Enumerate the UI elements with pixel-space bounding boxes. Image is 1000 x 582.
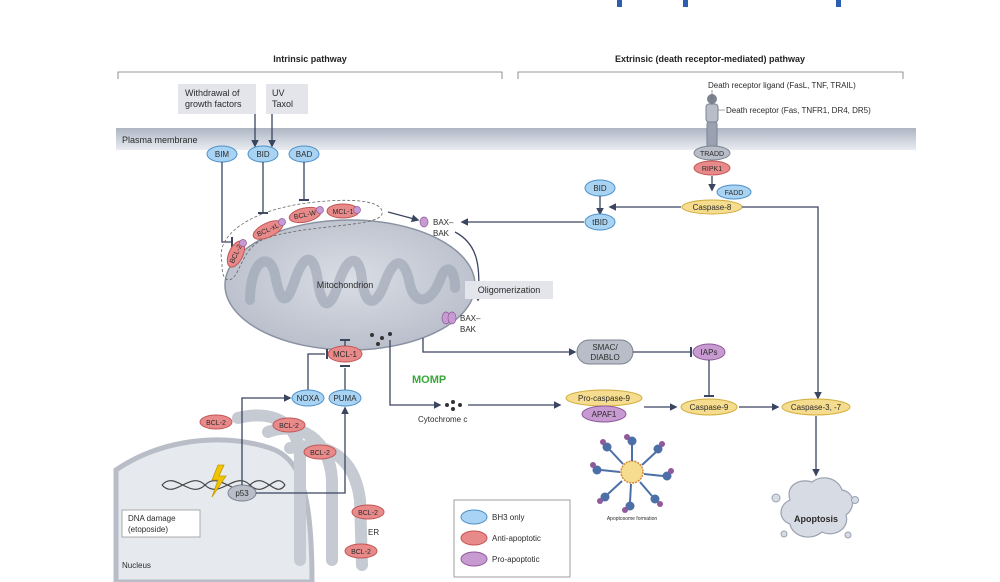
bcl2-protein-2: BCL-2	[272, 417, 306, 433]
caspase9-label: Caspase-9	[690, 403, 729, 412]
intrinsic-bracket	[117, 71, 503, 79]
procaspase9-label: Pro-caspase-9	[578, 394, 631, 403]
bcl2-protein-3: BCL-2	[303, 444, 337, 460]
smac-label-line2: DIABLO	[590, 353, 619, 362]
legend-anti-label: Anti-apoptotic	[492, 534, 541, 543]
legend-bh3: BH3 only	[460, 509, 524, 525]
apaf1-protein: APAF1	[581, 405, 627, 423]
death-receptor-label: Death receptor (Fas, TNFR1, DR4, DR5)	[726, 106, 871, 115]
uv-label: UV	[272, 88, 285, 98]
plasma-membrane-label: Plasma membrane	[122, 135, 198, 145]
death-receptor	[705, 94, 719, 153]
dna-damage-line1: DNA damage	[128, 514, 176, 523]
bcl2-label-1: BCL-2	[206, 420, 226, 427]
extrinsic-header: Extrinsic (death receptor-mediated) path…	[615, 54, 805, 64]
lightning-icon	[211, 464, 227, 498]
smac-label-line1: SMAC/	[592, 343, 618, 352]
bcl2-label-3: BCL-2	[310, 450, 330, 457]
bid-cytosol-label: BID	[593, 184, 607, 193]
mitochondrion-label: Mitochondrion	[317, 280, 374, 290]
p53-label: p53	[235, 489, 249, 498]
caspase37-protein: Caspase-3, -7	[781, 398, 851, 416]
bclxl-protein: BCL-xL	[252, 220, 284, 240]
mcl1-bottom-label: MCL-1	[333, 350, 358, 359]
legend-anti: Anti-apoptotic	[460, 530, 541, 546]
apoptosis-label: Apoptosis	[794, 514, 838, 524]
apoptosome-label: Apoptosome formation	[607, 516, 658, 522]
oligomerization-label: Oligomerization	[478, 285, 541, 295]
dna-damage-box: DNA damage (etoposide)	[121, 509, 201, 538]
bclw-label: BCL-W	[293, 210, 317, 222]
legend-pro: Pro-apoptotic	[460, 551, 540, 567]
bcl2-protein-1: BCL-2	[199, 414, 233, 430]
er-label: ER	[368, 528, 379, 537]
bim-protein: BIM	[206, 145, 238, 163]
puma-protein: PUMA	[328, 389, 362, 407]
bax-bak-top-line1: BAX–	[433, 218, 454, 227]
oligomerization-box	[465, 281, 553, 299]
bad-protein: BAD	[288, 145, 320, 163]
apoptosome-graphic	[590, 434, 674, 513]
bad-label: BAD	[296, 150, 313, 159]
iaps-label: IAPs	[701, 348, 718, 357]
p53-protein: p53	[227, 484, 257, 502]
bax-bak-pore	[441, 311, 457, 325]
mcl1-mito-label: MCL-1	[332, 209, 353, 216]
apaf1-label: APAF1	[592, 410, 617, 419]
dna-damage-line2: (etoposide)	[128, 525, 168, 534]
puma-label: PUMA	[333, 394, 357, 403]
tbid-label: tBID	[592, 218, 608, 227]
bax-bak-top-line2: BAK	[433, 229, 450, 238]
ripk1-label: RIPK1	[702, 166, 722, 173]
withdrawal-line1: Withdrawal of	[185, 88, 240, 98]
withdrawal-stimulus-box: Withdrawal of growth factors	[178, 84, 256, 114]
apoptotic-cell-graphic	[771, 477, 859, 539]
bcl2-label-4: BCL-2	[358, 510, 378, 517]
bax-bak-bottom-line1: BAX–	[460, 314, 481, 323]
bid-protein: BID	[247, 145, 279, 163]
tradd-protein: TRADD	[693, 145, 731, 161]
intrinsic-header: Intrinsic pathway	[273, 54, 347, 64]
cytochrome-c-label: Cytochrome c	[418, 415, 467, 424]
caspase8-protein: Caspase-8	[681, 199, 743, 215]
tradd-label: TRADD	[700, 151, 724, 158]
top-crop-marks	[617, 0, 841, 7]
legend-pro-label: Pro-apoptotic	[492, 555, 540, 564]
plasma-membrane	[116, 128, 916, 150]
bid-cytosol-protein: BID	[584, 179, 616, 197]
uv-taxol-stimulus-box: UV Taxol	[266, 84, 308, 114]
bid-label: BID	[256, 150, 270, 159]
procaspase9-protein: Pro-caspase-9	[565, 389, 643, 407]
dna-helix	[161, 480, 286, 490]
bcl2-protein-4: BCL-2	[351, 504, 385, 520]
extrinsic-bracket	[517, 71, 904, 79]
bcl2-protein-5: BCL-2	[344, 543, 378, 559]
smac-diablo-protein: SMAC/ DIABLO	[576, 339, 634, 365]
fadd-label: FADD	[725, 190, 744, 197]
fadd-protein: FADD	[716, 184, 752, 200]
nucleus-label: Nucleus	[122, 561, 151, 570]
bax-bak-bottom-line2: BAK	[460, 325, 477, 334]
mitochondrion: Mitochondrion	[224, 219, 476, 351]
ripk1-protein: RIPK1	[693, 160, 731, 176]
momp-label: MOMP	[412, 374, 446, 386]
death-ligand-label: Death receptor ligand (FasL, TNF, TRAIL)	[708, 81, 856, 90]
bim-label: BIM	[215, 150, 230, 159]
nucleus	[113, 437, 315, 582]
bcl2-label-5: BCL-2	[351, 549, 371, 556]
noxa-protein: NOXA	[291, 389, 325, 407]
caspase8-label: Caspase-8	[693, 203, 732, 212]
withdrawal-line2: growth factors	[185, 99, 242, 109]
caspase9-protein: Caspase-9	[680, 398, 738, 416]
caspase37-label: Caspase-3, -7	[791, 403, 842, 412]
noxa-label: NOXA	[297, 394, 320, 403]
iaps-protein: IAPs	[692, 343, 726, 361]
legend: BH3 only Anti-apoptotic Pro-apoptotic	[453, 499, 571, 578]
tbid-protein: tBID	[584, 213, 616, 231]
legend-bh3-label: BH3 only	[492, 513, 524, 522]
taxol-label: Taxol	[272, 99, 293, 109]
mcl1-bottom-protein: MCL-1	[327, 345, 363, 363]
bcl2-label-2: BCL-2	[279, 423, 299, 430]
